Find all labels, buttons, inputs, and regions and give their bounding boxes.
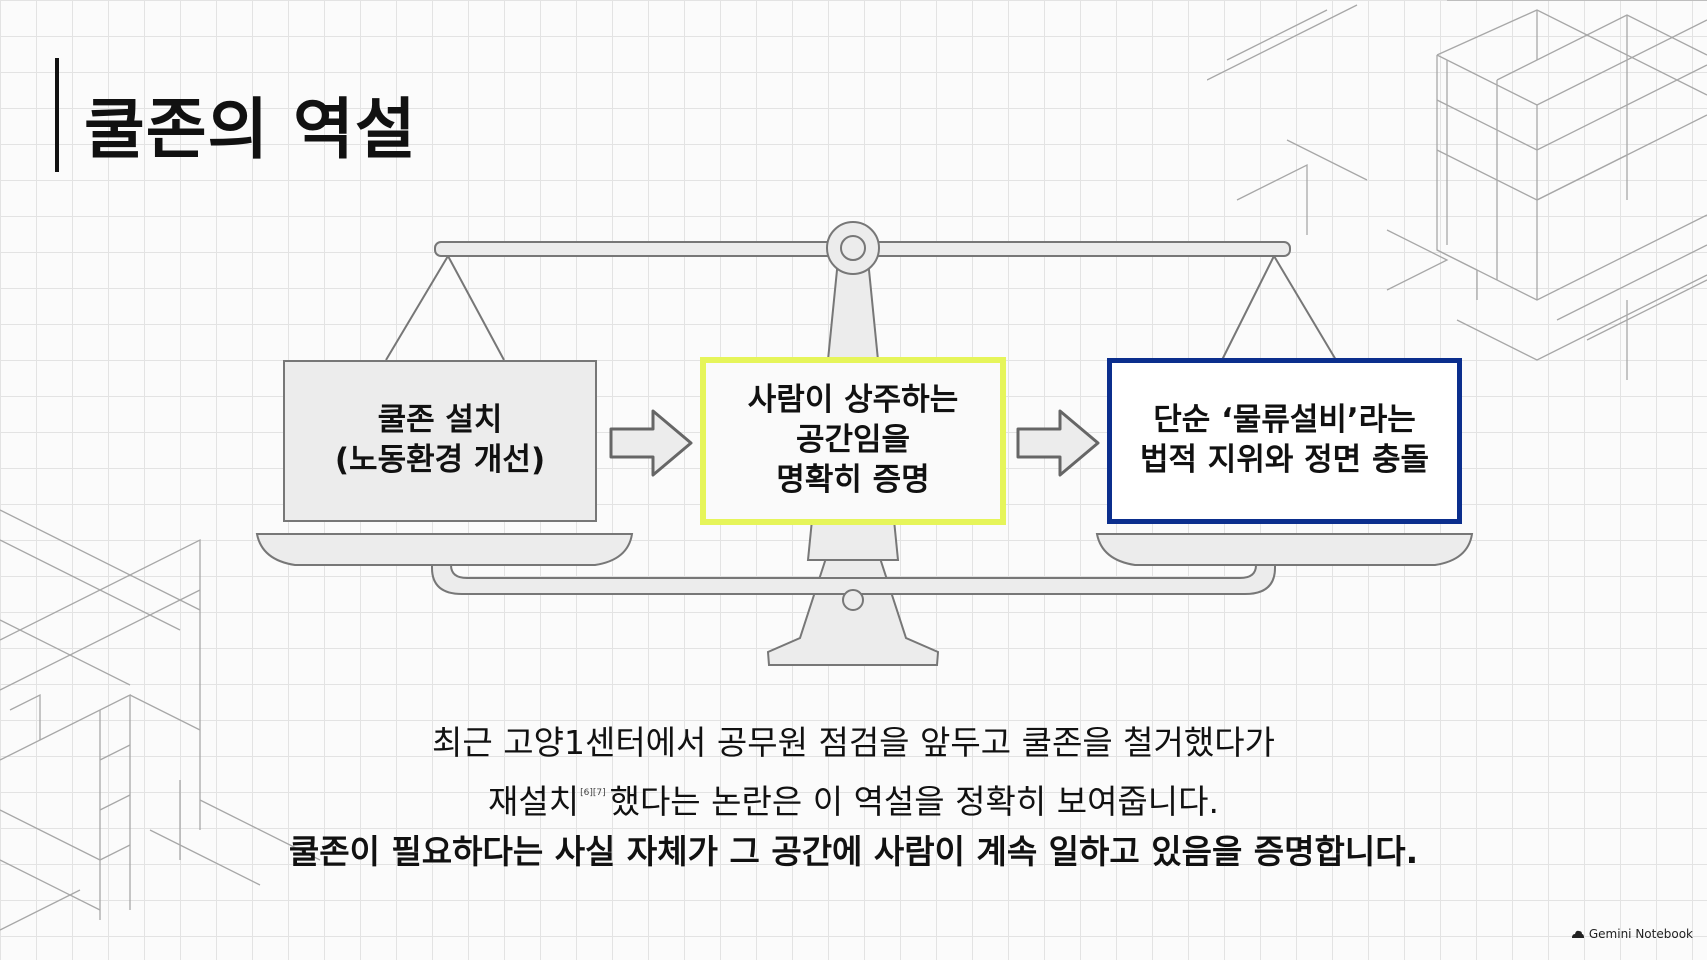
arrow-right-icon [609, 409, 693, 477]
legal-status-conflict-box: 단순 ‘물류설비’라는 법적 지위와 정면 충돌 [1107, 358, 1462, 524]
slide-title: 쿨존의 역설 [84, 91, 417, 168]
box-right-line2: 법적 지위와 정면 충돌 [1139, 442, 1430, 478]
scale-chain-right [1221, 255, 1337, 361]
title-accent-bar [55, 58, 59, 172]
arrow-right-icon [1016, 409, 1100, 477]
cool-zone-installation-box: 쿨존 설치 (노동환경 개선) [283, 360, 597, 522]
watermark-text: Gemini Notebook [1588, 927, 1693, 941]
box-right-line1: 단순 ‘물류설비’라는 [1153, 402, 1416, 439]
slide-caption: 최근 고양1센터에서 공무원 점검을 앞두고 쿨존을 철거했다가 재설치[6][… [0, 718, 1707, 877]
scale-lower-pivot [842, 589, 864, 611]
box-center-line3: 명확히 증명 [776, 461, 930, 498]
balance-scale-illustration [255, 221, 1474, 666]
scale-pan-right [1095, 533, 1474, 566]
caption-line-2-pre: 재설치 [487, 782, 580, 821]
wireframe-decoration-bottom-left [0, 509, 321, 931]
watermark: Gemini Notebook [1571, 927, 1693, 941]
box-center-line2: 공간임을 [795, 422, 911, 459]
cloud-icon [1571, 930, 1584, 938]
caption-line-1: 최근 고양1센터에서 공무원 점검을 앞두고 쿨존을 철거했다가 [432, 723, 1275, 762]
wireframe-decoration-top-right [1207, 0, 1707, 380]
caption-line-2-post: 했다는 논란은 이 역설을 정확히 보여줍니다. [609, 782, 1219, 821]
box-center-line1: 사람이 상주하는 [747, 382, 959, 419]
human-presence-proof-box: 사람이 상주하는 공간임을 명확히 증명 [700, 357, 1006, 525]
scale-chain-left [385, 255, 505, 361]
caption-line-3: 쿨존이 필요하다는 사실 자체가 그 공간에 사람이 계속 일하고 있음을 증명… [288, 832, 1419, 871]
scale-pan-left [255, 533, 634, 566]
box-left-line2: (노동환경 개선) [334, 442, 546, 478]
citation-reference[interactable]: [6][7] [580, 788, 606, 798]
box-left-line1: 쿨존 설치 [377, 402, 503, 439]
caption-line-2: 재설치[6][7]했다는 논란은 이 역설을 정확히 보여줍니다. [0, 768, 1707, 827]
